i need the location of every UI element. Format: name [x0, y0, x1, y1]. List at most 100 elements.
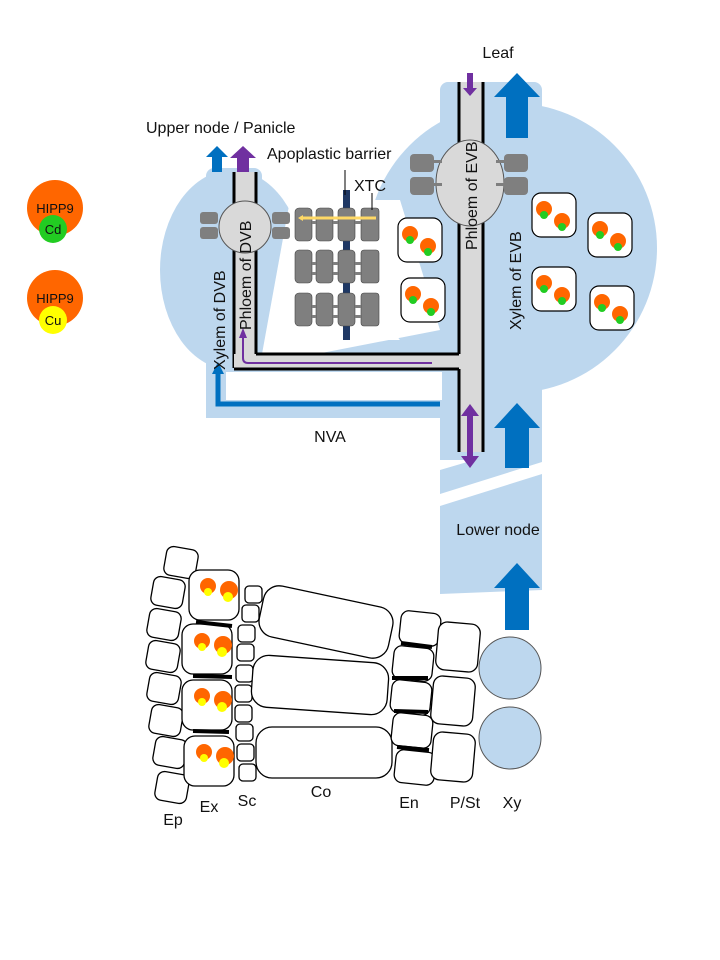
xylem-flow-arrows [206, 73, 540, 630]
hipp9-protein [594, 294, 610, 310]
label-upper-node: Upper node / Panicle [146, 120, 296, 137]
cortex-cell [250, 654, 390, 716]
cd-ion [616, 316, 624, 324]
endodermis-cell [398, 610, 442, 647]
endodermis-cell [390, 712, 434, 749]
legend-hipp9-cu: HIPP9 Cu [27, 270, 83, 334]
cu-ion [223, 592, 233, 602]
parenchyma-cell [400, 277, 446, 323]
layer-label: Co [311, 784, 332, 801]
hipp9-protein [536, 201, 552, 217]
cd-ion [427, 308, 435, 316]
xylem-vessel [478, 636, 542, 700]
hipp9-protein [420, 238, 436, 254]
cd-ion [540, 211, 548, 219]
cd-ion [406, 236, 414, 244]
endodermis-cell [393, 749, 437, 786]
casparian-strip [400, 641, 433, 649]
cd-ion [558, 297, 566, 305]
cd-ion [424, 248, 432, 256]
hipp9-protein [423, 298, 439, 314]
cu-ion [198, 643, 206, 651]
layer-label: En [399, 795, 419, 812]
parenchyma-cell [587, 212, 633, 258]
hipp9-protein [196, 744, 212, 760]
phloem-network [218, 82, 505, 452]
phloem-return-arrow [242, 336, 432, 364]
layer-label: Xy [503, 795, 522, 812]
epidermis-cell [146, 671, 182, 706]
sclerenchyma-cell [234, 704, 253, 723]
cd-ion [540, 285, 548, 293]
label-xylem-dvb: Xylem of DVB [212, 270, 229, 370]
cu-ion [217, 647, 227, 657]
legend-protein-label: HIPP9 [36, 201, 74, 216]
epidermis-cell [154, 770, 190, 805]
casparian-strip [393, 709, 429, 714]
cortex-cell [255, 726, 393, 779]
label-phloem-dvb: Phloem of DVB [238, 221, 255, 330]
cd-ion [558, 223, 566, 231]
casparian-strip [195, 620, 233, 628]
label-xtc: XTC [354, 178, 386, 195]
pericycle-cell [435, 621, 481, 673]
cu-ion [219, 758, 229, 768]
sclerenchyma-cell [241, 604, 260, 623]
casparian-strip [396, 745, 430, 752]
parenchyma-cell [589, 285, 635, 331]
epidermis-cell [146, 607, 182, 642]
pericycle-cell [430, 731, 476, 783]
hipp9-protein [554, 213, 570, 229]
hipp9-protein [405, 286, 421, 302]
sclerenchyma-cell [236, 643, 255, 662]
cu-ion [198, 698, 206, 706]
label-apoplastic-barrier: Apoplastic barrier [267, 146, 392, 163]
phloem-flow-arrows [230, 73, 479, 468]
sclerenchyma-cell [235, 723, 254, 742]
hipp9-protein [610, 233, 626, 249]
cd-ion [614, 243, 622, 251]
legend-protein-label: HIPP9 [36, 291, 74, 306]
hipp9-protein [194, 633, 210, 649]
hipp9-protein [612, 306, 628, 322]
layer-label: P/St [450, 795, 481, 812]
label-phloem-evb: Phloem of EVB [464, 142, 481, 251]
label-nva: NVA [314, 429, 346, 446]
xtc-cells [294, 190, 380, 340]
cortex-cell [258, 585, 394, 659]
nva-xylem-arrow [215, 372, 440, 407]
sclerenchyma-cell [236, 743, 255, 762]
sclerenchyma-cell [235, 664, 254, 683]
casparian-strip [192, 729, 230, 734]
parenchyma-cell [531, 266, 577, 312]
legend-metal-label: Cd [45, 222, 62, 237]
epidermis-cell [148, 703, 184, 738]
epidermis-cell [163, 545, 199, 580]
legend-metal-label: Cu [45, 313, 62, 328]
hipp9-protein [200, 578, 216, 594]
sclerenchyma-cell [244, 585, 263, 604]
sclerenchyma-cell [237, 624, 256, 643]
sclerenchyma-cell [238, 763, 257, 782]
xylem-vessel [478, 706, 542, 770]
companion-cells [200, 154, 528, 239]
cu-ion [200, 754, 208, 762]
pericycle-cell [430, 675, 476, 727]
label-leaf: Leaf [482, 45, 514, 62]
cd-ion [596, 231, 604, 239]
epidermis-cell [145, 639, 181, 674]
epidermis-cell [150, 575, 186, 610]
layer-label: Sc [238, 793, 257, 810]
layer-label: Ex [200, 799, 219, 816]
root-hipp9-cu [194, 578, 238, 768]
legend-hipp9-cd: HIPP9 Cd [27, 180, 83, 243]
cu-ion [217, 702, 227, 712]
parenchyma-cell [531, 192, 577, 238]
hipp9-cd-cells [397, 192, 635, 331]
sclerenchyma-cell [234, 684, 253, 703]
root-cross-section [145, 545, 481, 805]
cd-ion [598, 304, 606, 312]
label-lower-node: Lower node [456, 522, 540, 539]
casparian-strip [192, 674, 233, 679]
